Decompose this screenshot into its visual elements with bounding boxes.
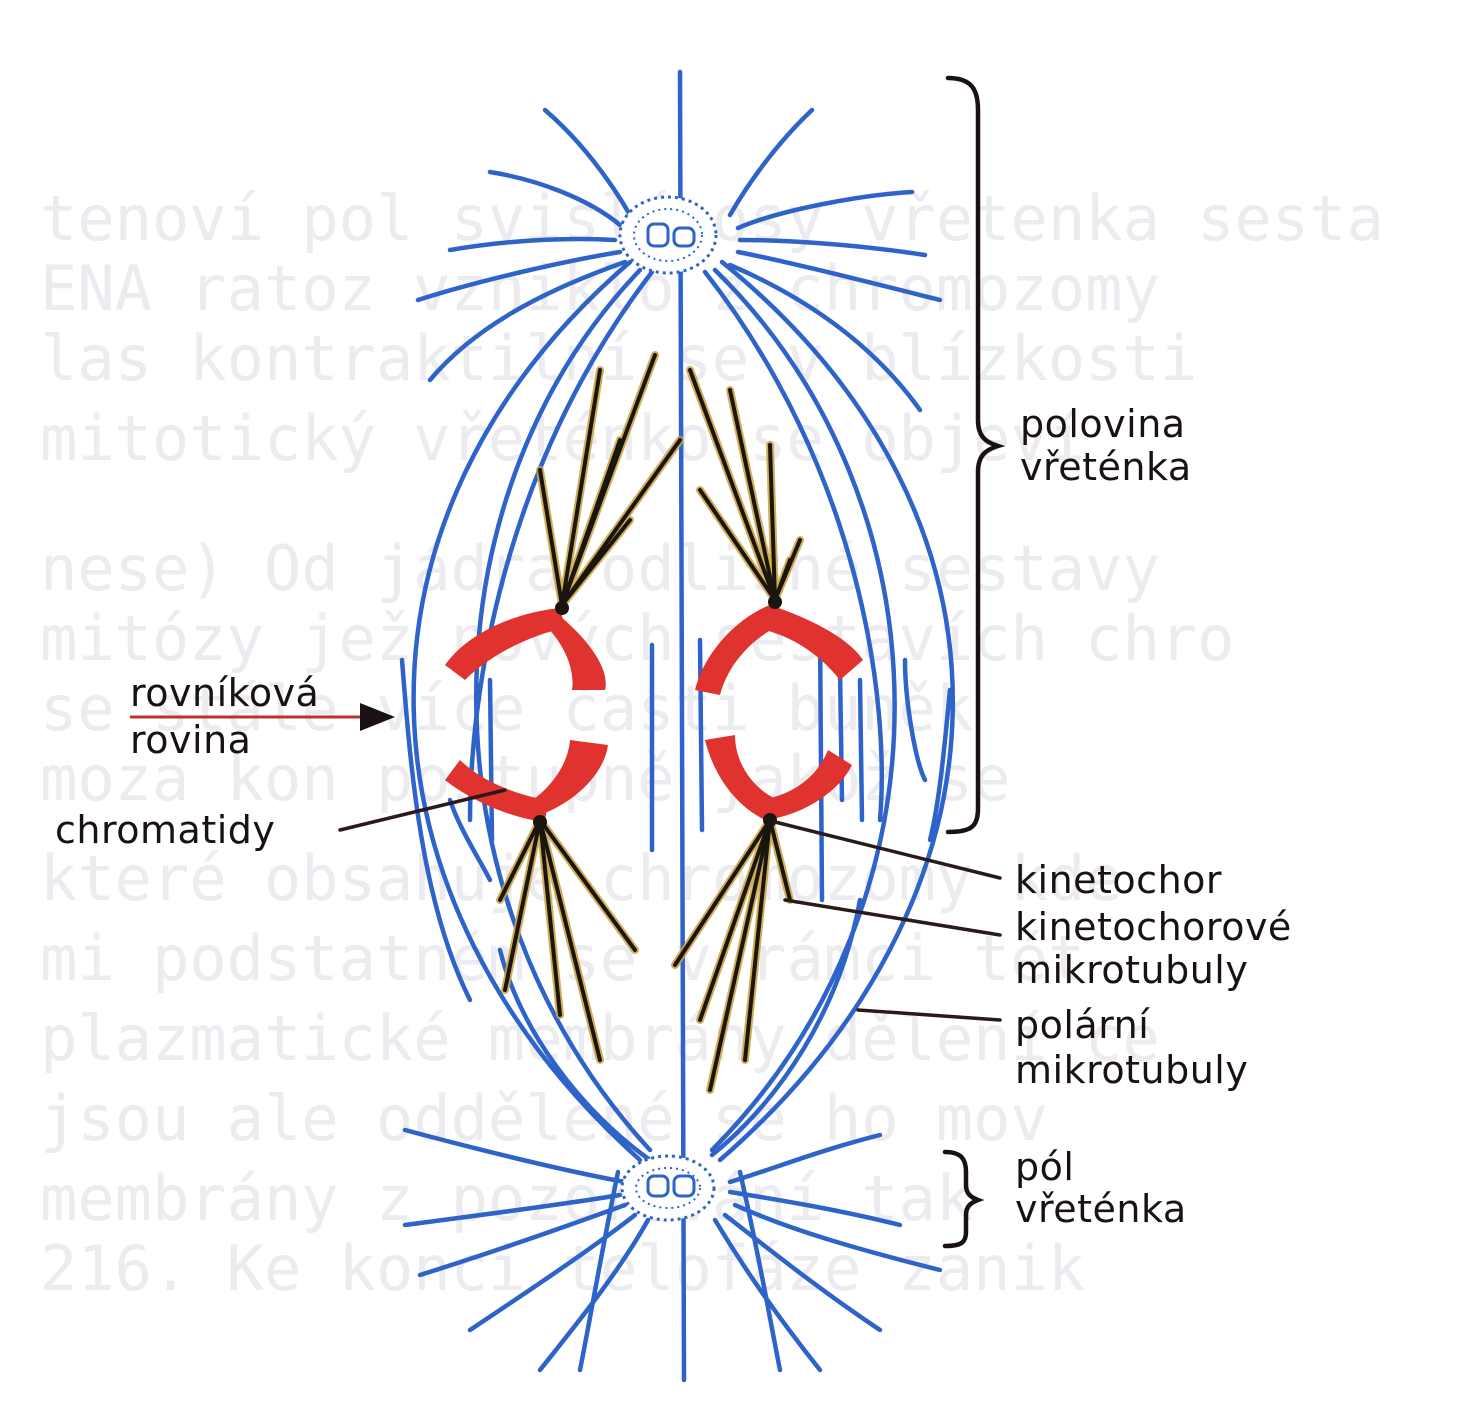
kinetochore-lower-left — [533, 815, 547, 829]
centrosome-bottom — [622, 1156, 714, 1220]
svg-text:nese) Od jádra odlišné sesta: nese) Od jádra odlišné sestavy — [40, 532, 1160, 605]
label-spindle-half-line1: polovina — [1020, 402, 1186, 446]
label-kinetochore: kinetochor — [1015, 858, 1222, 902]
label-spindle-pole-line1: pól — [1015, 1145, 1074, 1189]
kinetochore-lower-right — [763, 813, 777, 827]
svg-text:las kontraktilní se v blízkos: las kontraktilní se v blízkosti — [40, 322, 1197, 395]
label-equatorial-plane-line2: rovina — [130, 718, 251, 762]
label-chromatids: chromatidy — [55, 808, 275, 852]
svg-text:mi podstatném se v rámci t: mi podstatném se v rámci tét — [40, 922, 1085, 995]
kinetochore-upper-right — [768, 595, 782, 609]
centrosome-top — [620, 197, 716, 273]
svg-text:plazmatické membrány dělení: plazmatické membrány dělení ce — [40, 1002, 1160, 1075]
svg-text:mitózy jež nových sestavích: mitózy jež nových sestavích chro — [40, 602, 1234, 675]
label-spindle-half-line2: vřeténka — [1020, 445, 1192, 489]
label-polar-microtubules-line2: mikrotubuly — [1015, 1048, 1248, 1092]
label-equatorial-plane-line1: rovníková — [130, 671, 319, 715]
overlap-fiber-5 — [700, 640, 702, 830]
label-spindle-pole-line2: vřeténka — [1015, 1187, 1187, 1231]
kinetochore-upper-left — [555, 601, 569, 615]
label-polar-microtubules-line1: polární — [1015, 1003, 1150, 1047]
overlap-fiber-3 — [490, 680, 492, 840]
label-kinetochore-microtubules-line2: mikrotubuly — [1015, 948, 1248, 992]
overlap-fiber-8 — [860, 680, 862, 820]
label-kinetochore-microtubules-line1: kinetochorové — [1015, 905, 1292, 949]
svg-text:jsou ale oddělené se ho mo: jsou ale oddělené se ho mov — [40, 1082, 1048, 1155]
svg-text:membrány z pozorování tak: membrány z pozorování tak — [40, 1162, 973, 1235]
